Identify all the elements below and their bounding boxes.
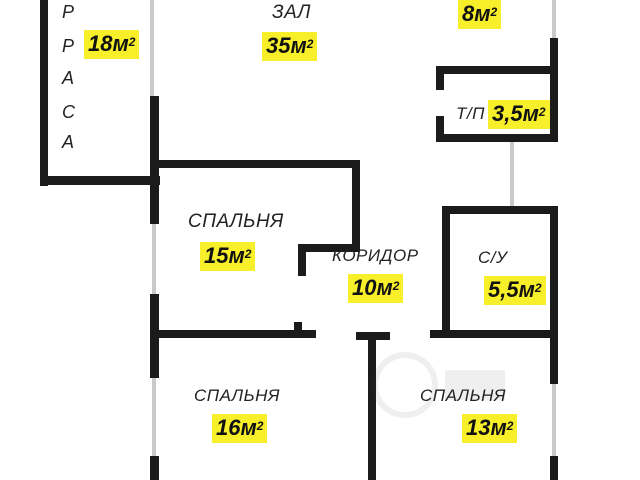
bathroom-area: 5,5м2 xyxy=(484,276,546,305)
tp-area: 3,5м2 xyxy=(488,100,550,129)
bedroom2-area: 16м2 xyxy=(212,414,268,443)
wall-bath-top xyxy=(442,206,558,214)
window-kitchen xyxy=(552,0,556,40)
wall-bedroom1-door-top xyxy=(298,244,360,252)
wall-kitchen-right xyxy=(550,38,558,142)
terrace-letter: Р xyxy=(62,36,75,56)
bedroom3-label: СПАЛЬНЯ xyxy=(420,386,507,405)
bedroom3-area: 13м2 xyxy=(462,414,518,443)
wall-bedroom2-door-stub xyxy=(294,322,302,338)
corridor-area: 10м2 xyxy=(348,274,404,303)
wall-tp-left-bottom xyxy=(436,116,444,142)
window-bedroom3 xyxy=(552,384,556,458)
wall-bath-bottom xyxy=(430,330,558,338)
tp-label: Т/П xyxy=(456,104,485,123)
terrace-letter: А xyxy=(62,132,75,152)
terrace-letter: А xyxy=(62,68,75,88)
wall-bedroom2-left-bottom xyxy=(150,456,159,480)
wall-bath-right xyxy=(550,206,558,384)
hall-area: 35м2 xyxy=(262,32,318,61)
wall-bath-left xyxy=(442,206,450,338)
terrace-letter: С xyxy=(62,102,75,122)
wall-tp-left-top xyxy=(436,66,444,90)
wall-bedroom1-door-stub xyxy=(298,244,306,276)
hall-label: ЗАЛ xyxy=(272,2,311,23)
kitchen-area: 8м2 xyxy=(458,0,502,29)
window-bedroom1 xyxy=(152,224,156,296)
bedroom2-label: СПАЛЬНЯ xyxy=(194,386,281,405)
wall-tp-top xyxy=(436,66,558,74)
wall-terrace-left xyxy=(40,0,48,186)
bathroom-label: С/У xyxy=(478,248,508,267)
wall-bedrooms-divider xyxy=(368,332,376,480)
corridor-label: КОРИДОР xyxy=(332,246,419,265)
bedroom1-label: СПАЛЬНЯ xyxy=(188,211,284,232)
wall-bedroom-divider xyxy=(150,330,316,338)
window-terrace xyxy=(150,0,154,96)
terrace-area: 18м2 xyxy=(84,30,140,59)
window-bedroom2 xyxy=(152,378,156,458)
wall-bedroom3-right-bottom xyxy=(550,456,558,480)
wall-tp-bottom xyxy=(436,134,558,142)
bedroom1-area: 15м2 xyxy=(200,242,256,271)
wall-hall-bottom xyxy=(150,160,360,168)
window-tp-link xyxy=(510,140,514,206)
wall-bedroom1-right xyxy=(352,160,360,250)
watermark-logo xyxy=(372,352,505,418)
wall-terrace-bottom xyxy=(40,176,160,185)
terrace-letter: Р xyxy=(62,2,75,22)
